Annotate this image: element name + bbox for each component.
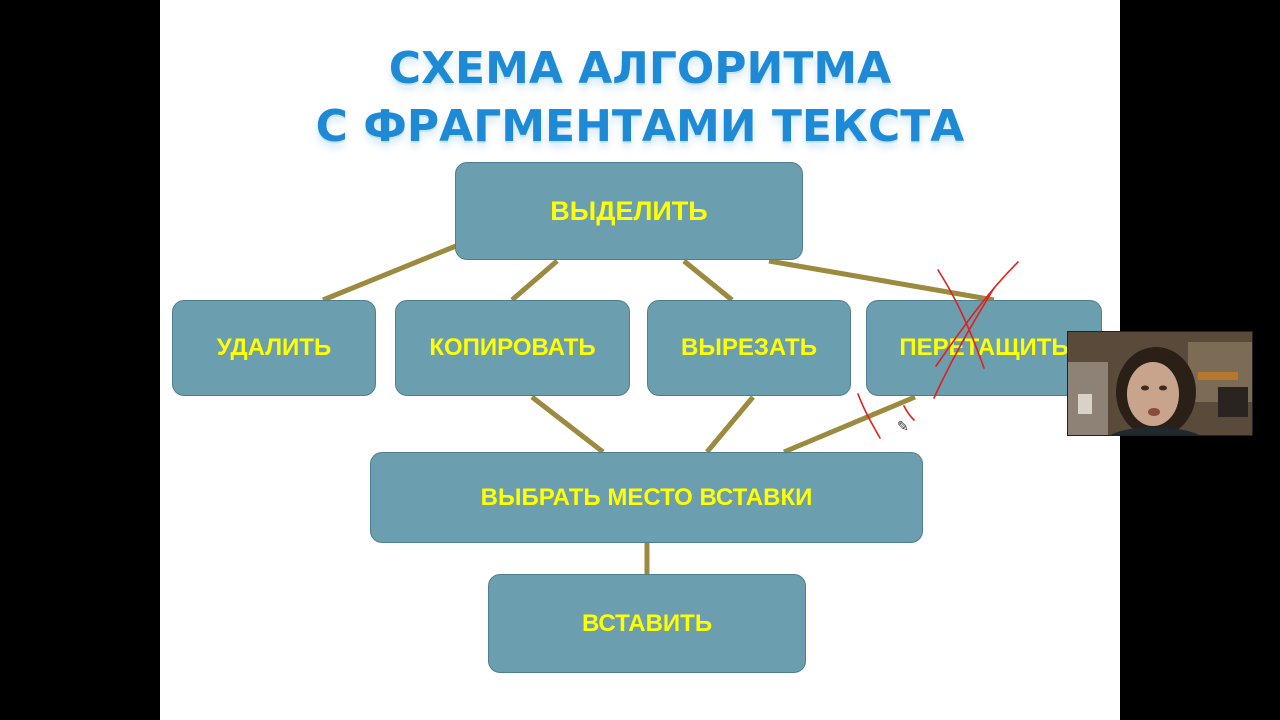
node-delete: УДАЛИТЬ bbox=[172, 300, 376, 396]
presenter-video-icon bbox=[1068, 332, 1253, 436]
edge-select-copy bbox=[512, 261, 557, 300]
node-copy: КОПИРОВАТЬ bbox=[395, 300, 630, 396]
node-cut: ВЫРЕЗАТЬ bbox=[647, 300, 851, 396]
webcam-overlay bbox=[1067, 331, 1253, 436]
presentation-slide: СХЕМА АЛГОРИТМА С ФРАГМЕНТАМИ ТЕКСТА ВЫД… bbox=[160, 0, 1120, 720]
node-select: ВЫДЕЛИТЬ bbox=[455, 162, 803, 260]
edge-select-drag bbox=[769, 261, 994, 300]
edge-drag-place bbox=[784, 397, 915, 452]
edge-copy-place bbox=[532, 397, 603, 452]
edge-select-delete bbox=[323, 246, 456, 300]
node-choose-place: ВЫБРАТЬ МЕСТО ВСТАВКИ bbox=[370, 452, 923, 543]
pen-cursor-icon: ✎ bbox=[897, 420, 911, 434]
edge-cut-place bbox=[707, 397, 753, 452]
edge-select-cut bbox=[684, 261, 732, 300]
node-paste: ВСТАВИТЬ bbox=[488, 574, 806, 673]
